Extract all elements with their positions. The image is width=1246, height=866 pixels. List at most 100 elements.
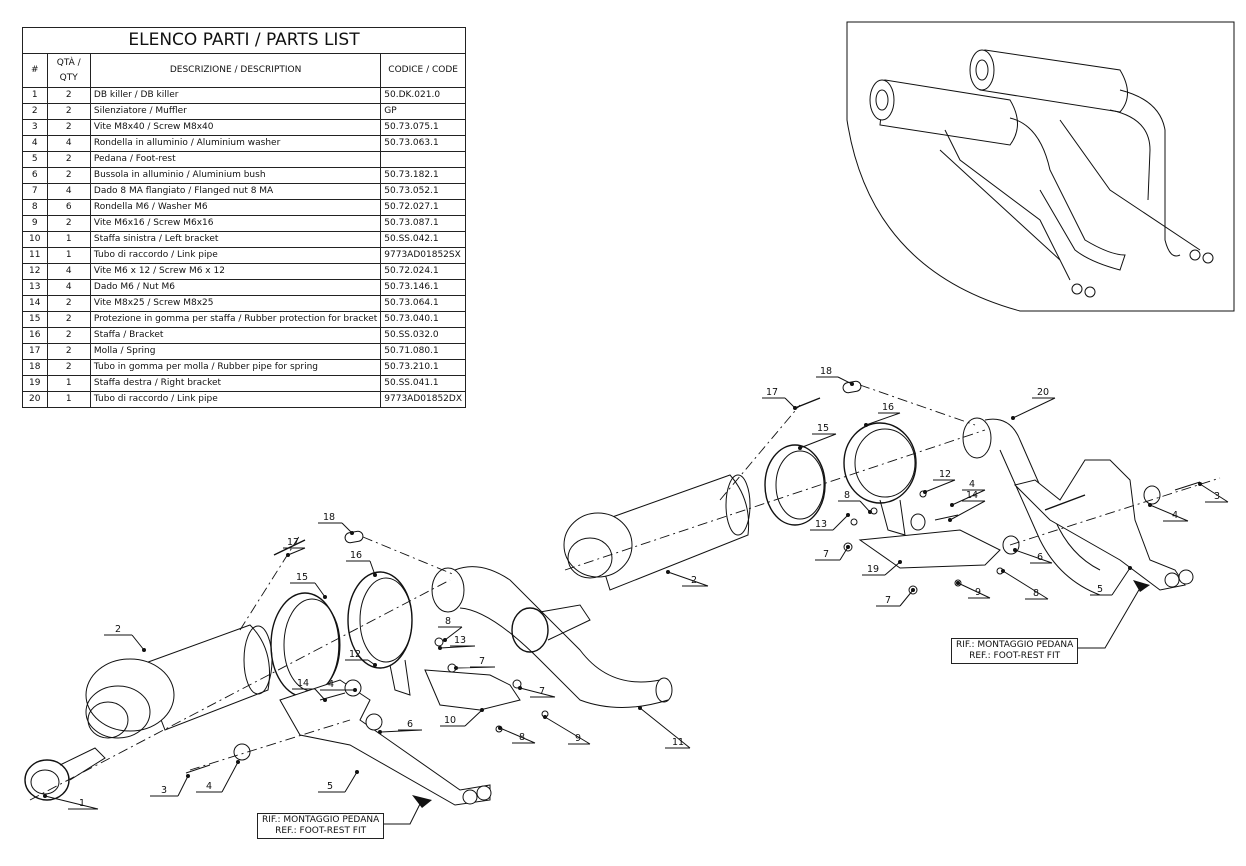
callout: 15 <box>290 572 327 599</box>
callout-leader <box>1090 567 1131 596</box>
callout-dot <box>1198 482 1202 486</box>
callout-number: 4 <box>206 781 212 792</box>
left-bush <box>365 713 383 731</box>
callout-leader <box>196 761 239 793</box>
callout-number: 13 <box>454 635 466 646</box>
callout: 18 <box>816 366 854 386</box>
callout-dot <box>323 595 327 599</box>
parts-list-table: ELENCO PARTI / PARTS LIST # QTÀ / QTY DE… <box>22 27 466 408</box>
callout-number: 3 <box>161 785 167 796</box>
ref-note-line1: RIF.: MONTAGGIO PEDANA <box>262 815 380 825</box>
callout-leader <box>838 500 871 513</box>
callout-dot <box>846 545 850 549</box>
callout-leader <box>639 707 691 749</box>
left-washer <box>233 743 251 761</box>
callout-leader <box>346 560 376 576</box>
callout: 2 <box>666 570 709 587</box>
callout-leader <box>924 479 956 493</box>
callout-leader <box>439 645 476 649</box>
callout-dot <box>850 382 854 386</box>
foot-rest-fit-note-right: RIF.: MONTAGGIO PEDANA REF.: FOOT-REST F… <box>951 638 1079 664</box>
callout-number: 17 <box>287 537 299 548</box>
callout-number: 17 <box>766 387 778 398</box>
callout-leader <box>799 433 837 449</box>
inset-muffler-rear <box>969 49 1214 264</box>
callout-leader <box>957 582 991 599</box>
callout-number: 12 <box>939 469 951 480</box>
callout-leader <box>318 522 353 534</box>
callout-leader <box>667 571 709 587</box>
callout-leader <box>1012 397 1056 419</box>
callout-leader <box>762 397 796 409</box>
callout-dot <box>236 760 240 764</box>
callout-dot <box>793 406 797 410</box>
callout: 8 <box>438 616 463 642</box>
right-bracket-plate <box>858 529 1001 569</box>
callout: 8 <box>1001 569 1049 600</box>
header-qty: QTÀ / QTY <box>46 53 91 88</box>
callout: 3 <box>150 774 190 797</box>
callout-number: 2 <box>691 575 697 586</box>
callout-dot <box>950 503 954 507</box>
callout-dot <box>666 570 670 574</box>
left-bracket-plate <box>424 669 521 711</box>
callout: 15 <box>798 423 837 450</box>
callout-number: 1 <box>79 798 85 809</box>
callout-dot <box>186 774 190 778</box>
callout-leader <box>862 561 901 576</box>
callout-dot <box>1128 566 1132 570</box>
callout-dot <box>43 794 47 798</box>
callout-leader <box>290 582 326 598</box>
callout: 7 <box>815 545 850 561</box>
part-code: 50.73.052.1 <box>380 183 466 200</box>
right-screw-2 <box>934 514 959 521</box>
callout-number: 11 <box>672 737 684 748</box>
callout: 17 <box>283 537 306 557</box>
callout: 14 <box>948 490 986 522</box>
callout-number: 20 <box>1037 387 1049 398</box>
right-washer-2 <box>910 513 926 531</box>
right-exploded-view <box>563 380 1221 596</box>
callout-leader <box>816 376 853 385</box>
callout-number: 7 <box>539 686 545 697</box>
left-exploded-view <box>24 530 673 808</box>
callout: 12 <box>923 469 956 494</box>
callout-number: 6 <box>407 719 413 730</box>
callout-dot <box>846 513 850 517</box>
left-mouth-ring <box>511 607 549 653</box>
callout-number: 3 <box>1214 491 1220 502</box>
part-qty: 2 <box>46 87 91 104</box>
callout: 9 <box>956 581 991 599</box>
callout: 18 <box>318 512 354 535</box>
callout-number: 4 <box>969 479 975 490</box>
callout-leader <box>1149 504 1189 522</box>
callout: 8 <box>838 490 872 514</box>
callout-dot <box>923 490 927 494</box>
callout-number: 10 <box>444 715 456 726</box>
callout-dot <box>948 518 952 522</box>
callout: 16 <box>346 550 377 577</box>
callout-number: 8 <box>844 490 850 501</box>
callout-leader <box>1199 483 1229 503</box>
callout: 3 <box>1198 482 1229 503</box>
right-foot-rest-marker <box>1133 580 1150 592</box>
callout-number: 5 <box>1097 584 1103 595</box>
callout-number: 2 <box>115 624 121 635</box>
callout-dot <box>373 573 377 577</box>
part-qty: 2 <box>46 103 91 120</box>
callout-number: 4 <box>328 679 334 690</box>
callout: 7 <box>876 588 915 607</box>
callout-dot <box>864 423 868 427</box>
foot-rest-fit-note-left: RIF.: MONTAGGIO PEDANA REF.: FOOT-REST F… <box>257 813 385 839</box>
callout-dot <box>1148 503 1152 507</box>
right-screw <box>1174 481 1201 491</box>
callout-dot <box>350 531 354 535</box>
callout: 10 <box>440 708 484 727</box>
callout: 12 <box>345 649 377 667</box>
callout: 11 <box>638 706 691 749</box>
